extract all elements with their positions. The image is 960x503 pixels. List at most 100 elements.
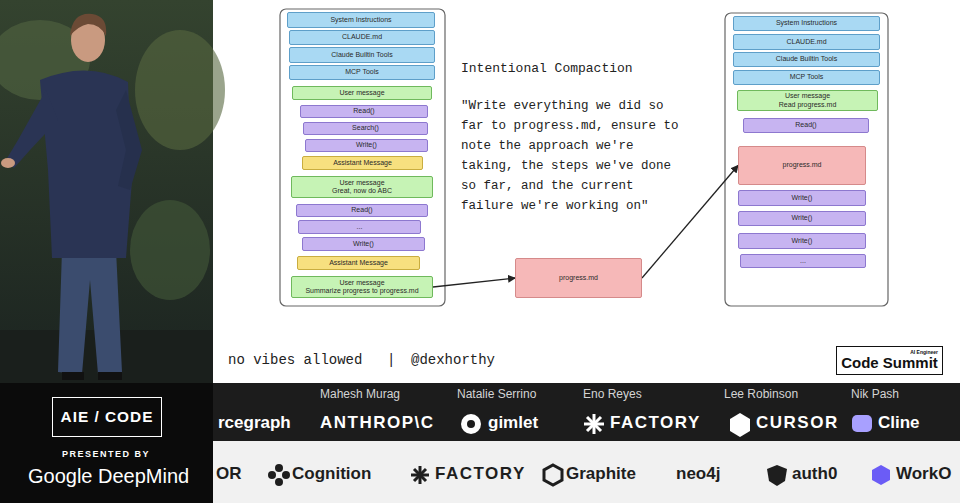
- company-logo: CURSOR: [756, 413, 839, 433]
- context-window-panel: [280, 9, 445, 306]
- gimlet-icon: [461, 414, 481, 434]
- tool-call-box: Write(): [302, 237, 425, 251]
- box-text: ...: [800, 257, 806, 265]
- box-text: AIE / CODE: [61, 408, 154, 426]
- flow-arrow: [642, 166, 738, 279]
- shoe: [98, 372, 122, 380]
- company-logo: Cline: [878, 413, 920, 433]
- box-text: Read progress.md: [779, 101, 837, 109]
- box-text: ...: [357, 223, 363, 231]
- tool-call-box: ...: [298, 220, 421, 234]
- box-text: Write(): [356, 141, 377, 149]
- flow-arrow: [433, 278, 515, 287]
- speaker-name: Natalie Serrino: [457, 387, 536, 401]
- box-text: User message: [785, 92, 830, 100]
- progress-file-box: progress.md: [515, 258, 642, 298]
- company-logo: OR: [216, 464, 242, 484]
- progress-file-box: progress.md: [738, 146, 866, 185]
- box-text: Summarize progress to progress.md: [305, 287, 418, 295]
- box-text: User message: [339, 89, 384, 97]
- gimlet-icon: [467, 420, 475, 428]
- tool-call-box: Search(): [303, 122, 428, 135]
- box-text: User message: [339, 279, 384, 287]
- box-text: Claude Builtin Tools: [331, 51, 392, 59]
- tool-call-box: Read(): [300, 105, 428, 118]
- box-text: System Instructions: [776, 19, 837, 27]
- assistant-message-box: Assistant Message: [297, 256, 420, 270]
- box-text: System Instructions: [330, 16, 391, 24]
- box-text: CLAUDE.md: [342, 33, 382, 41]
- cline-icon: [852, 415, 872, 432]
- box-text: MCP Tools: [790, 73, 824, 81]
- box-text: User message: [339, 179, 384, 187]
- context-box: MCP Tools: [289, 65, 435, 80]
- graphite-icon: [544, 465, 562, 485]
- user-message-box: User message: [292, 86, 432, 100]
- box-text: Write(): [353, 240, 374, 248]
- assistant-message-box: Assistant Message: [302, 156, 423, 170]
- box-text: MCP Tools: [345, 68, 379, 76]
- box-text: Read(): [353, 107, 374, 115]
- tool-call-box: Read(): [296, 204, 428, 217]
- company-logo: WorkO: [896, 464, 951, 484]
- hand: [1, 158, 15, 168]
- workos-icon: [872, 465, 890, 485]
- context-box: CLAUDE.md: [733, 34, 880, 50]
- company-logo: auth0: [792, 464, 837, 484]
- context-box: Claude Builtin Tools: [289, 47, 435, 63]
- box-text: Assistant Message: [329, 259, 388, 267]
- box-text: Write(): [792, 237, 813, 245]
- context-box: Claude Builtin Tools: [733, 52, 880, 67]
- tool-call-box: Write(): [738, 190, 866, 206]
- box-text: Code Summit: [841, 355, 938, 372]
- company-logo: FACTORY: [435, 464, 526, 484]
- speaker-name: Nik Pash: [851, 387, 899, 401]
- box-text: progress.md: [559, 274, 598, 282]
- factory-icon: [584, 414, 604, 434]
- foliage: [130, 200, 210, 300]
- factory-icon: [411, 466, 429, 484]
- logo-icons: [268, 413, 890, 486]
- jeans: [58, 250, 122, 374]
- summit-badge: AI EngineerCode Summit: [836, 346, 943, 375]
- company-logo: rcegraph: [218, 413, 291, 433]
- box-text: Read(): [351, 206, 372, 214]
- cursor-icon: [730, 413, 750, 437]
- arm: [6, 90, 58, 168]
- box-text: Claude Builtin Tools: [776, 55, 837, 63]
- company-logo: ANTHROP\C: [320, 413, 435, 433]
- box-text: Write(): [792, 214, 813, 222]
- footer-note: no vibes allowed: [228, 352, 362, 368]
- shoe: [62, 372, 84, 380]
- speaker-name: Eno Reyes: [583, 387, 642, 401]
- speaker-video: [0, 0, 225, 383]
- box-text: Search(): [352, 124, 379, 132]
- context-box: System Instructions: [733, 16, 880, 31]
- auth0-icon: [767, 465, 787, 486]
- speaker-name: Mahesh Murag: [320, 387, 400, 401]
- box-text: Great, now do ABC: [332, 187, 392, 195]
- tool-call-box: ...: [740, 254, 866, 268]
- context-box: MCP Tools: [733, 70, 880, 85]
- box-text: Read(): [795, 121, 816, 129]
- event-logo-box: AIE / CODE: [52, 397, 162, 437]
- user-message-box: User messageSummarize progress to progre…: [291, 276, 433, 298]
- tool-call-box: Write(): [738, 233, 866, 249]
- box-text: Write(): [792, 194, 813, 202]
- tool-call-box: Write(): [305, 139, 428, 152]
- context-window-panel: [725, 13, 888, 306]
- presenter-note: PRESENTED BY: [62, 449, 150, 459]
- tool-call-box: Write(): [738, 211, 866, 226]
- arm: [116, 90, 142, 190]
- user-message-box: User messageRead progress.md: [737, 90, 878, 111]
- context-box: System Instructions: [287, 12, 435, 28]
- box-text: progress.md: [783, 161, 822, 169]
- tool-call-box: Read(): [743, 118, 869, 133]
- company-logo: neo4j: [676, 464, 720, 484]
- sponsor-bar: [213, 441, 960, 503]
- cognition-icon: [268, 464, 290, 486]
- box-text: Assistant Message: [333, 159, 392, 167]
- footer-separator: |: [387, 352, 395, 368]
- heading: Intentional Compaction: [461, 61, 633, 76]
